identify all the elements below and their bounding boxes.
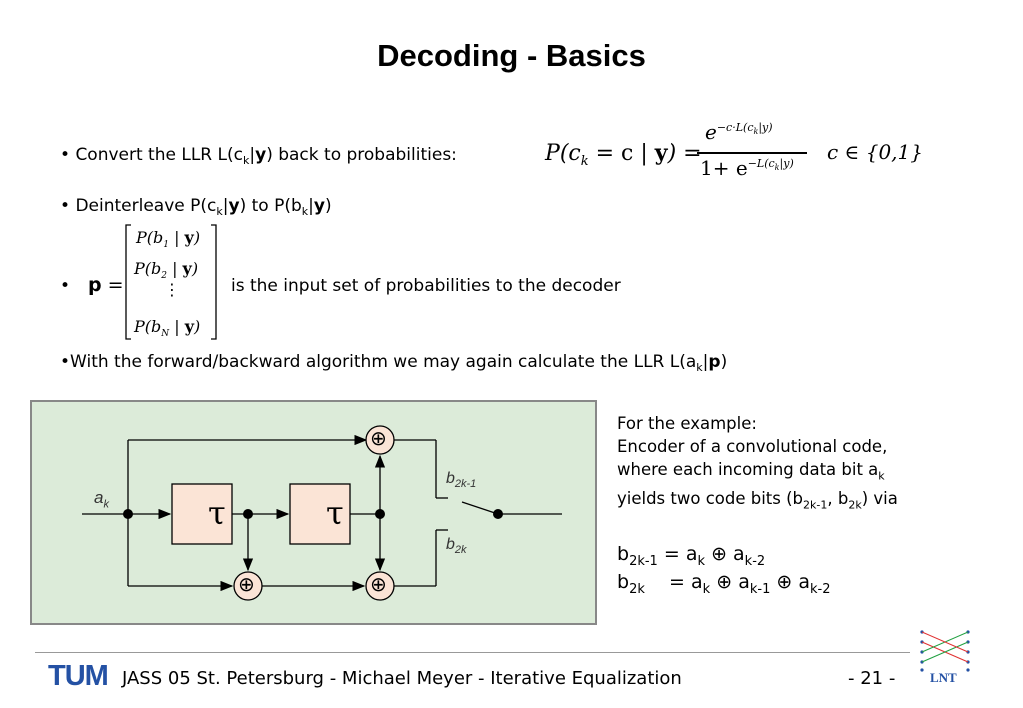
vector-p: p = bbox=[88, 274, 124, 296]
xor-top: ⊕ bbox=[370, 426, 387, 450]
bullet-deinterleave: • Deinterleave P(ck|y) to P(bk|y) bbox=[60, 196, 332, 218]
fraction-bar bbox=[697, 152, 807, 154]
xor-bottom-left: ⊕ bbox=[238, 572, 255, 596]
input-label-ak: ak bbox=[94, 488, 109, 511]
bullet-convert-llr: • Convert the LLR L(ck|y) back to probab… bbox=[60, 145, 457, 167]
page-title: Decoding - Basics bbox=[377, 38, 646, 73]
formula-denominator: 1+ e−L(ck|y) bbox=[700, 156, 794, 180]
page-number: - 21 - bbox=[848, 668, 896, 689]
footer-divider bbox=[35, 652, 910, 653]
bullet-input-set: • bbox=[60, 276, 71, 296]
formula-numerator: e−c·L(ck|y) bbox=[705, 120, 773, 144]
lnt-logo-graphic bbox=[920, 630, 970, 672]
delay-tau-1: τ bbox=[208, 494, 226, 532]
footer-text: JASS 05 St. Petersburg - Michael Meyer -… bbox=[122, 668, 682, 689]
example-description: For the example: Encoder of a convolutio… bbox=[617, 414, 898, 512]
output-label-b2k-1: b2k-1 bbox=[446, 470, 477, 491]
encoder-diagram-svg bbox=[82, 425, 562, 601]
vector-dots: ⋮ bbox=[164, 280, 180, 299]
equation-b2k-1: b2k-1 = ak ⊕ ak-2 bbox=[617, 543, 766, 569]
encoder-diagram: τ τ ⊕ ⊕ ⊕ ak b2k-1 b2k bbox=[30, 400, 597, 625]
tum-logo: TUM bbox=[48, 660, 109, 692]
vector-brackets bbox=[125, 224, 217, 340]
xor-bottom-right: ⊕ bbox=[370, 572, 387, 596]
vector-row-n: P(bN | y) bbox=[134, 317, 201, 340]
vector-row-2: P(b2 | y) bbox=[134, 259, 199, 282]
probability-vector: P(b1 | y) P(b2 | y) ⋮ P(bN | y) bbox=[124, 222, 218, 342]
formula-domain: c ∈ {0,1} bbox=[827, 140, 923, 164]
output-label-b2k: b2k bbox=[446, 536, 467, 557]
delay-tau-2: τ bbox=[326, 494, 344, 532]
formula-lhs: P(ck = c | y) = bbox=[545, 140, 702, 169]
bullet-forward-backward: •With the forward/backward algorithm we … bbox=[60, 352, 728, 374]
input-set-text: is the input set of probabilities to the… bbox=[231, 276, 621, 296]
llr-to-probability-formula: P(ck = c | y) = e−c·L(ck|y) 1+ e−L(ck|y)… bbox=[545, 118, 925, 188]
equation-b2k: b2k = ak ⊕ ak-1 ⊕ ak-2 bbox=[617, 571, 831, 597]
vector-row-1: P(b1 | y) bbox=[136, 228, 201, 251]
lnt-logo: LNT bbox=[918, 628, 974, 688]
